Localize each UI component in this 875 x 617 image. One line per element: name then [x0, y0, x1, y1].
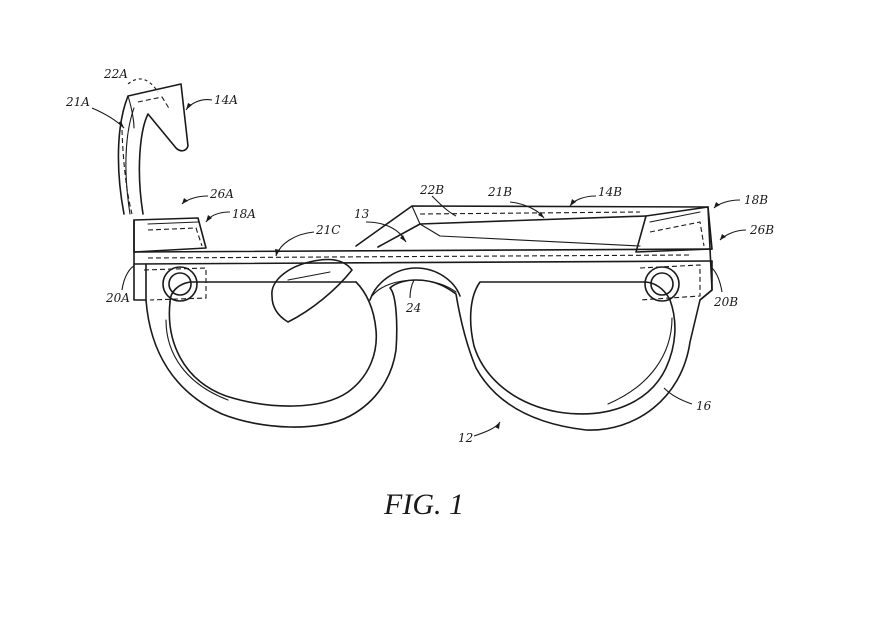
flap-piece: [271, 258, 353, 323]
label-21B: 21B: [487, 185, 512, 199]
right-end-block: [635, 206, 713, 301]
right-camera: [644, 266, 680, 302]
label-20B: 20B: [713, 295, 738, 309]
figure-caption: FIG. 1: [383, 488, 464, 521]
label-21A: 21A: [65, 95, 90, 109]
right-temple-arm: [355, 205, 709, 248]
label-16: 16: [696, 399, 712, 413]
left-end-block: [133, 217, 207, 301]
label-20A: 20A: [105, 291, 130, 305]
label-24: 24: [405, 301, 421, 315]
label-21C: 21C: [315, 223, 340, 237]
label-22A: 22A: [103, 67, 128, 81]
label-22B: 22B: [419, 183, 444, 197]
left-camera: [162, 266, 198, 302]
label-18A: 18A: [232, 207, 256, 221]
label-14B: 14B: [598, 185, 622, 199]
label-26B: 26B: [749, 223, 774, 237]
label-18B: 18B: [744, 193, 768, 207]
leader-lines: [91, 78, 747, 437]
label-13: 13: [354, 207, 370, 221]
label-14A: 14A: [214, 93, 238, 107]
label-26A: 26A: [209, 187, 234, 201]
frame-top-bar: [133, 248, 713, 265]
left-temple-arm: [117, 83, 189, 215]
reference-labels: 22A 21A 14A 26A 18A 20A 21C 13 22B 21B 1…: [65, 67, 774, 445]
lens-frame: [145, 260, 713, 431]
label-12: 12: [458, 431, 473, 445]
